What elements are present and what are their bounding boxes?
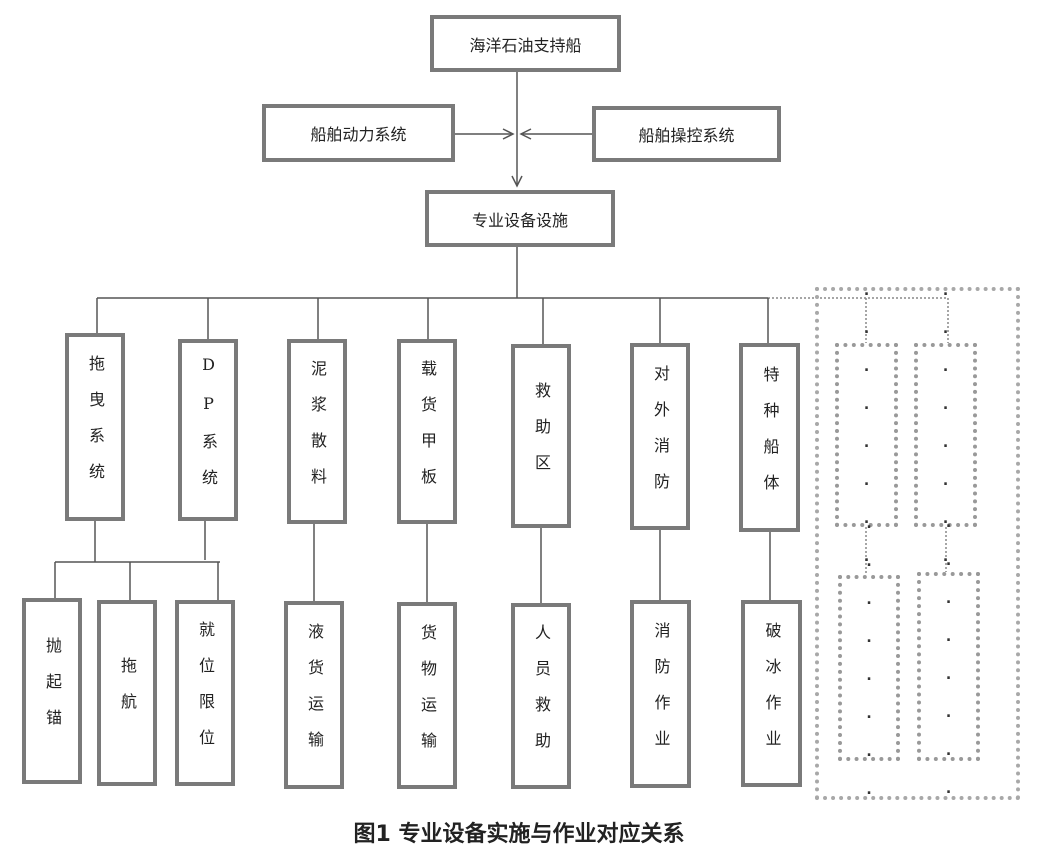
- power-system-label: 船舶动力系统: [310, 125, 407, 144]
- operation-label-cargo: 货物运输: [418, 623, 437, 768]
- system-label-dp: DP系统: [199, 355, 218, 505]
- system-node-dp: DP系统: [178, 339, 238, 521]
- operation-node-icebreak: 破冰作业: [741, 600, 802, 787]
- root-node: 海洋石油支持船: [430, 15, 621, 72]
- operation-node-personnel: 人员救助: [511, 603, 571, 789]
- system-node-deck: 载货甲板: [397, 339, 457, 524]
- system-node-fire: 对外消防: [630, 343, 690, 530]
- operation-node-position: 就位限位: [175, 600, 235, 786]
- operation-label-icebreak: 破冰作业: [762, 621, 782, 766]
- placeholder-region: [815, 287, 1020, 800]
- system-node-hull: 特种船体: [739, 343, 800, 532]
- equipment-label: 专业设备设施: [471, 210, 568, 230]
- operation-label-tow: 拖航: [118, 657, 137, 729]
- placeholder-box-top-right: ........: [914, 283, 977, 587]
- control-system-label: 船舶操控系统: [638, 126, 735, 145]
- operation-node-liquid: 液货运输: [284, 601, 344, 789]
- control-system-node: 船舶操控系统: [592, 106, 781, 162]
- system-label-fire: 对外消防: [651, 364, 670, 509]
- system-node-rescue: 救助区: [511, 344, 571, 528]
- operation-label-liquid: 液货运输: [305, 623, 324, 767]
- placeholder-dots: ........: [937, 283, 954, 587]
- placeholder-dots: ........: [940, 514, 957, 819]
- system-node-tow: 拖曳系统: [65, 333, 125, 521]
- system-label-rescue: 救助区: [532, 382, 551, 490]
- equipment-node: 专业设备设施: [425, 190, 615, 247]
- figure-caption: 图1 专业设备实施与作业对应关系: [353, 822, 685, 847]
- operation-node-firefight: 消防作业: [630, 600, 691, 788]
- operation-label-anchor: 抛起锚: [43, 637, 62, 745]
- placeholder-box-top-left: ........: [835, 283, 898, 587]
- system-node-mud: 泥浆散料: [287, 339, 347, 524]
- placeholder-dots: ........: [861, 516, 877, 820]
- operation-label-firefight: 消防作业: [651, 622, 671, 766]
- system-label-mud: 泥浆散料: [308, 359, 327, 504]
- operation-node-tow: 拖航: [97, 600, 157, 786]
- operation-node-cargo: 货物运输: [397, 602, 457, 789]
- system-label-deck: 载货甲板: [418, 359, 437, 504]
- placeholder-dots: ........: [858, 283, 875, 587]
- power-system-node: 船舶动力系统: [262, 104, 455, 162]
- operation-label-position: 就位限位: [196, 621, 215, 765]
- operation-label-personnel: 人员救助: [532, 624, 551, 768]
- system-label-hull: 特种船体: [760, 365, 780, 510]
- operation-node-anchor: 抛起锚: [22, 598, 82, 784]
- root-label: 海洋石油支持船: [469, 35, 582, 55]
- placeholder-box-bottom-left: ........: [838, 516, 900, 820]
- placeholder-box-bottom-right: ........: [917, 515, 980, 819]
- system-label-tow: 拖曳系统: [86, 355, 105, 499]
